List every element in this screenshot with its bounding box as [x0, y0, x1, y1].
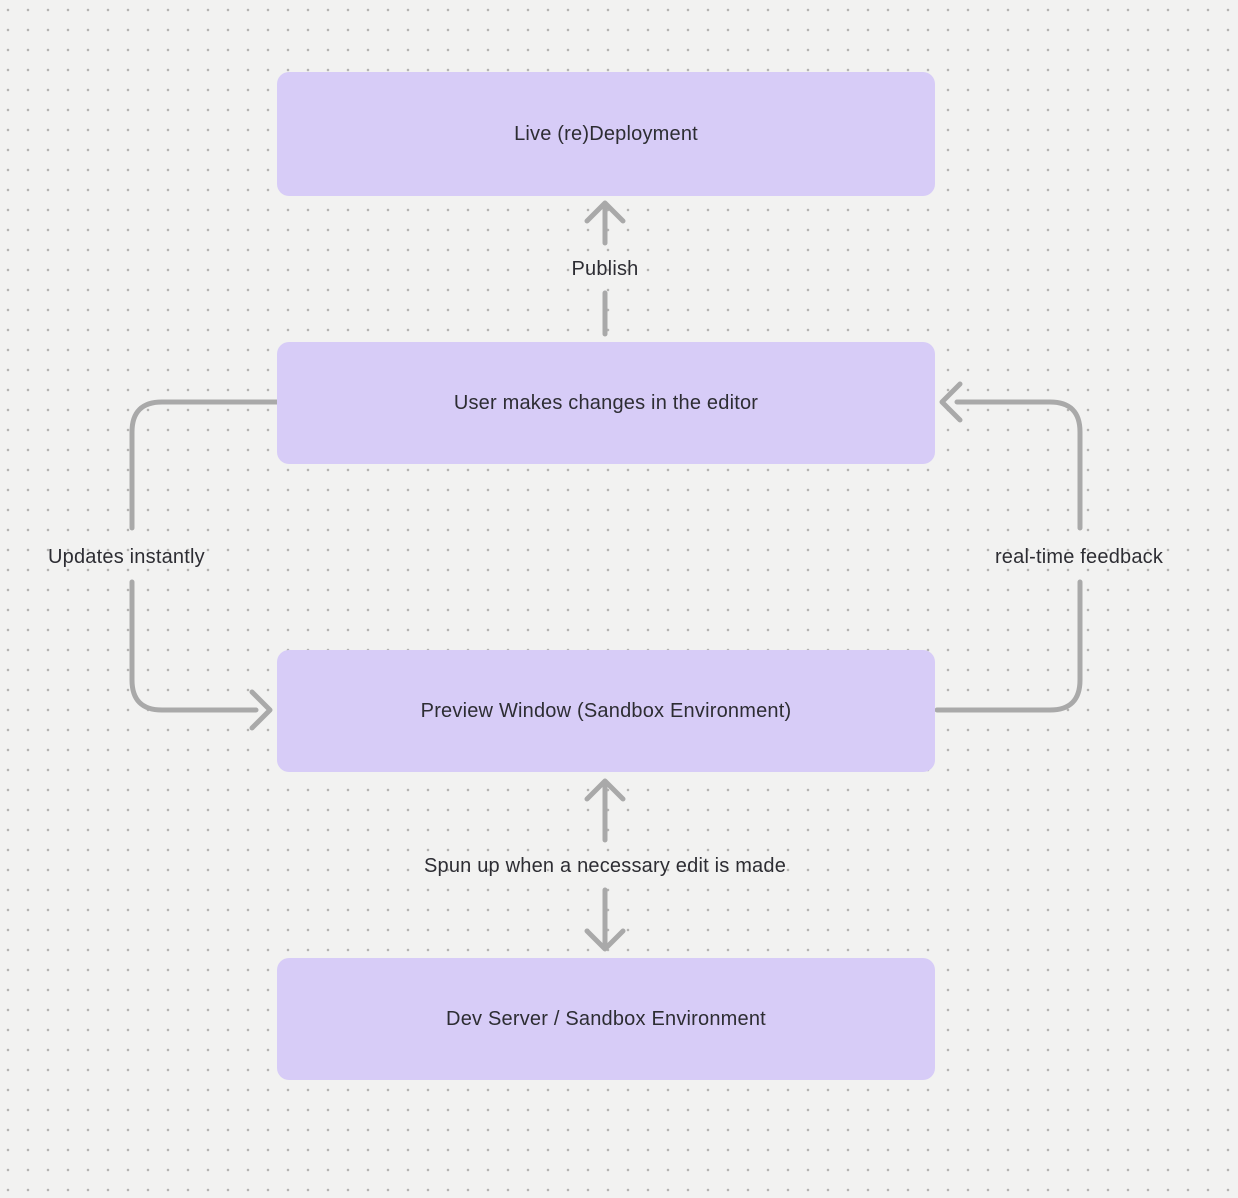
edge-updates-segment-bottom: [129, 579, 259, 713]
edge-updates-segment-top: [129, 399, 280, 531]
edge-feedback-segment-top: [954, 399, 1083, 531]
edge-label-spun-up: Spun up when a necessary edit is made: [423, 855, 787, 877]
node-label: Preview Window (Sandbox Environment): [420, 699, 792, 722]
arrowhead-left-icon: [939, 381, 963, 423]
node-user-editor[interactable]: User makes changes in the editor: [277, 342, 935, 464]
arrowhead-up-icon: [584, 778, 626, 802]
node-preview-window[interactable]: Preview Window (Sandbox Environment): [277, 650, 935, 772]
node-live-redeployment[interactable]: Live (re)Deployment: [277, 72, 935, 196]
node-label: Dev Server / Sandbox Environment: [446, 1007, 766, 1030]
edge-label-updates-instantly: Updates instantly: [48, 546, 205, 568]
edge-feedback-segment-bottom: [934, 579, 1083, 713]
edge-label-realtime-feedback: real-time feedback: [994, 546, 1164, 568]
arrowhead-right-icon: [249, 689, 273, 731]
node-label: Live (re)Deployment: [514, 122, 698, 145]
node-dev-server[interactable]: Dev Server / Sandbox Environment: [277, 958, 935, 1080]
node-label: User makes changes in the editor: [453, 391, 759, 414]
arrowhead-up-icon: [584, 200, 626, 224]
edge-label-publish: Publish: [571, 258, 639, 280]
arrowhead-down-icon: [584, 928, 626, 952]
